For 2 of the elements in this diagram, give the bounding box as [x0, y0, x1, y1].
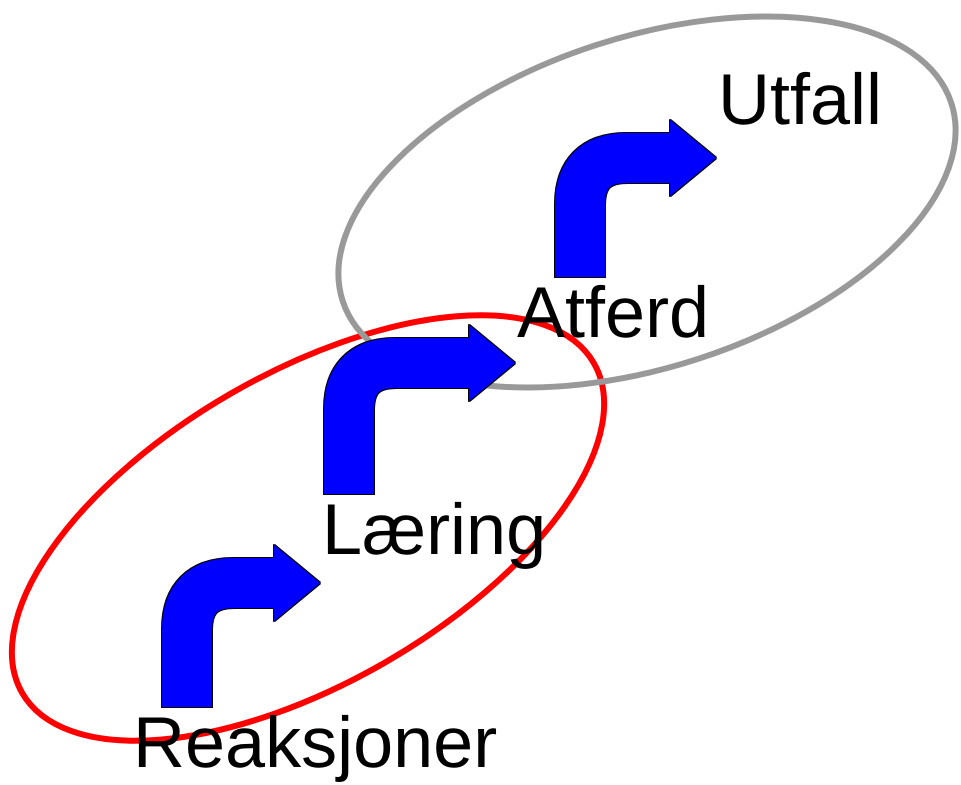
stage-label: Utfall: [718, 64, 882, 136]
stage-label: Atferd: [517, 277, 710, 349]
